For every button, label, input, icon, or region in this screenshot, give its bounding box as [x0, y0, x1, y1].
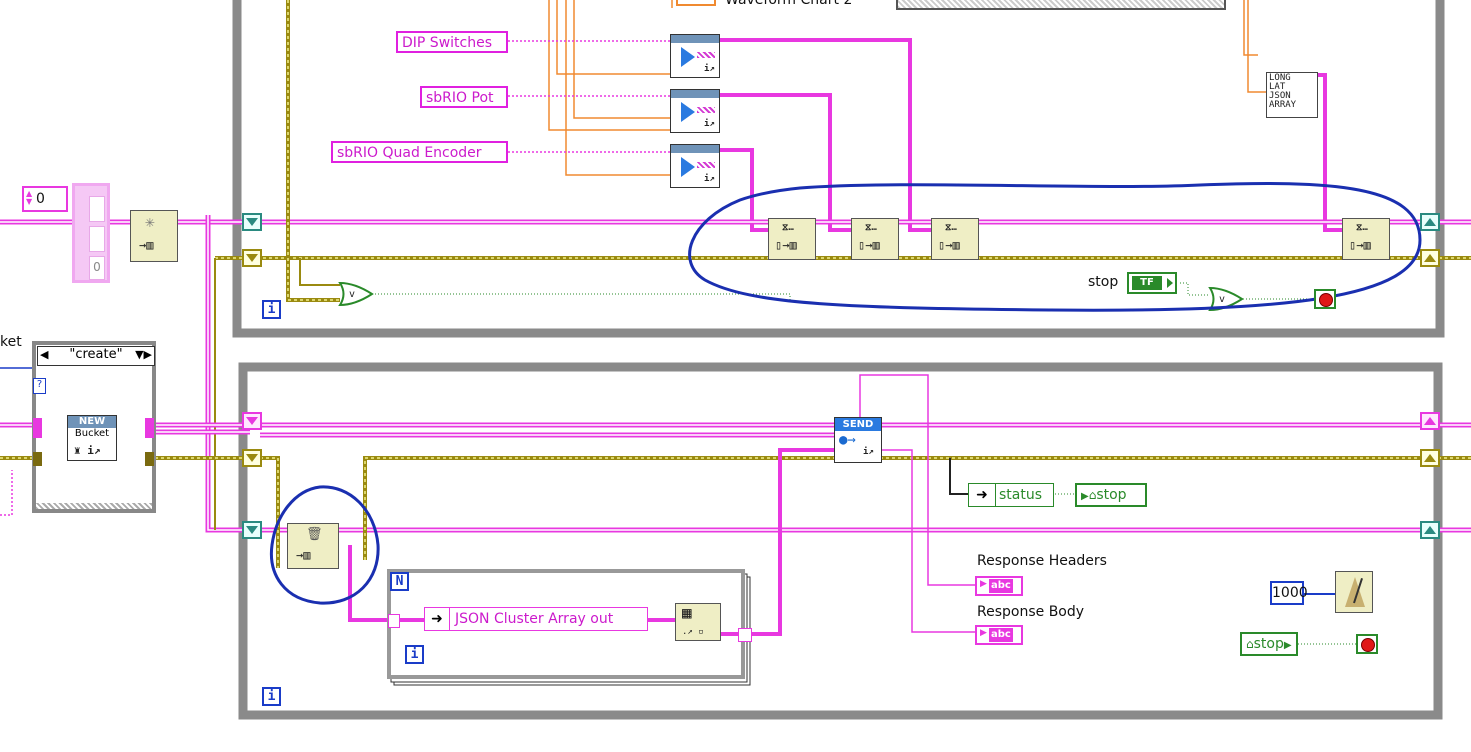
sbrio-pot-control[interactable]: sbRIO Pot	[420, 86, 508, 108]
json-cluster-label: JSON Cluster Array out	[455, 611, 614, 627]
lower-while-loop[interactable]	[238, 362, 1443, 720]
bundle-field-json: JSON	[1269, 91, 1291, 101]
array-constant[interactable]: 0	[72, 183, 110, 283]
annotation-circle-lower	[269, 485, 380, 605]
loop-condition-upper[interactable]	[1314, 289, 1336, 309]
numeric-value: 0	[36, 191, 45, 207]
case-prev-icon[interactable]: ◀	[40, 348, 49, 361]
response-body-type: abc	[989, 628, 1013, 642]
enqueue-element-1[interactable]: ⧖… ▯→▥	[768, 218, 816, 260]
json-unbundle-node[interactable]: ➜ JSON Cluster Array out	[424, 607, 648, 631]
flush-queue-node[interactable]: 🗑 →▥	[287, 523, 339, 569]
stop-local-label: stop	[1096, 487, 1127, 503]
stop-bool-type: TF	[1132, 276, 1162, 290]
write-subvi-2[interactable]: i↗	[670, 89, 720, 133]
iteration-terminal-lower: i	[262, 687, 281, 706]
write-subvi-1[interactable]: i↗	[670, 34, 720, 78]
stop-boolean-terminal[interactable]: TF	[1127, 272, 1177, 294]
stop-local-variable[interactable]: ▶⌂stop	[1075, 483, 1147, 507]
for-tunnel-out	[738, 628, 752, 642]
stop-control-terminal[interactable]: ⌂stop▶	[1240, 632, 1298, 656]
sbrio-quad-encoder-control[interactable]: sbRIO Quad Encoder	[331, 141, 508, 163]
local-var-icon: ▶	[1081, 491, 1089, 502]
stop-control-label: stop	[1253, 636, 1284, 652]
yellow-wires-upper	[215, 0, 1471, 302]
left-wires	[0, 215, 250, 533]
case-next-icon[interactable]: ▼▶	[135, 348, 152, 361]
numeric-constant[interactable]: ▲▼ 0	[22, 186, 68, 212]
upper-while-loop[interactable]	[232, 0, 1445, 338]
or-gate-label: v	[349, 289, 356, 300]
new-bucket-subvi[interactable]: NEW Bucket ♜ i↗	[67, 415, 117, 461]
case-question-terminal: ?	[33, 378, 46, 394]
case-selector-value: "create"	[69, 347, 123, 362]
status-field-label: status	[999, 487, 1043, 503]
for-tunnel-in	[388, 614, 400, 628]
send-header: SEND	[835, 418, 881, 431]
lower-wires	[260, 374, 1471, 645]
write-subvi-3[interactable]: i↗	[670, 144, 720, 188]
stop-label-upper: stop	[1088, 274, 1119, 290]
orange-wires	[548, 0, 1266, 176]
upper-tunnels	[242, 213, 1440, 267]
bundle-field-lat: LAT	[1269, 82, 1286, 92]
bundle-by-name-node[interactable]: LONG LAT JSON ARRAY	[1266, 72, 1318, 118]
pink-wires-upper	[0, 38, 1471, 232]
for-loop-count-terminal: N	[390, 572, 409, 591]
new-bucket-header: NEW	[68, 416, 116, 428]
response-headers-type: abc	[989, 579, 1013, 593]
enqueue-element-2[interactable]: ⧖… ▯→▥	[851, 218, 899, 260]
enqueue-element-3[interactable]: ⧖… ▯→▥	[931, 218, 979, 260]
waveform-chart-label: Waveform Chart 2	[725, 0, 853, 8]
bundle-field-array: ARRAY	[1269, 100, 1297, 110]
response-body-indicator[interactable]: ▶ abc	[975, 625, 1023, 645]
send-subvi[interactable]: SEND ●→ i↗	[834, 417, 882, 463]
flatten-to-json-node[interactable]: ▦ .↗ ▫	[675, 603, 721, 641]
bucket-label: ket	[0, 334, 22, 350]
response-headers-indicator[interactable]: ▶ abc	[975, 576, 1023, 596]
iteration-terminal-for: i	[405, 645, 424, 664]
array-element: 0	[89, 256, 105, 280]
unbundle-status-node[interactable]: ➜ status	[968, 483, 1054, 507]
loop-condition-lower[interactable]	[1356, 634, 1378, 654]
or-gate-stop-label: v	[1219, 294, 1226, 305]
response-headers-label: Response Headers	[977, 553, 1107, 569]
or-gate-upper	[338, 281, 374, 307]
bundle-field-long: LONG	[1269, 73, 1291, 83]
wait-ms-constant[interactable]: 1000	[1270, 581, 1308, 605]
case-selector[interactable]: ◀ "create" ▼▶	[37, 346, 155, 366]
iteration-terminal-upper: i	[262, 300, 281, 319]
lower-tunnels	[242, 412, 1440, 539]
enqueue-element-4[interactable]: ⧖… ▯→▥	[1342, 218, 1390, 260]
wait-ms-node[interactable]	[1335, 571, 1373, 613]
waveform-graph-indicator	[896, 0, 1226, 10]
globe-icon: ●→	[839, 432, 856, 448]
annotation-ellipse-upper	[688, 182, 1422, 312]
waveform-chart-terminal[interactable]	[676, 0, 716, 6]
response-body-label: Response Body	[977, 604, 1085, 620]
dip-switches-control[interactable]: DIP Switches	[396, 31, 508, 53]
new-bucket-label: Bucket	[74, 428, 110, 439]
obtain-queue-node[interactable]: ✳ →▥	[130, 210, 178, 262]
